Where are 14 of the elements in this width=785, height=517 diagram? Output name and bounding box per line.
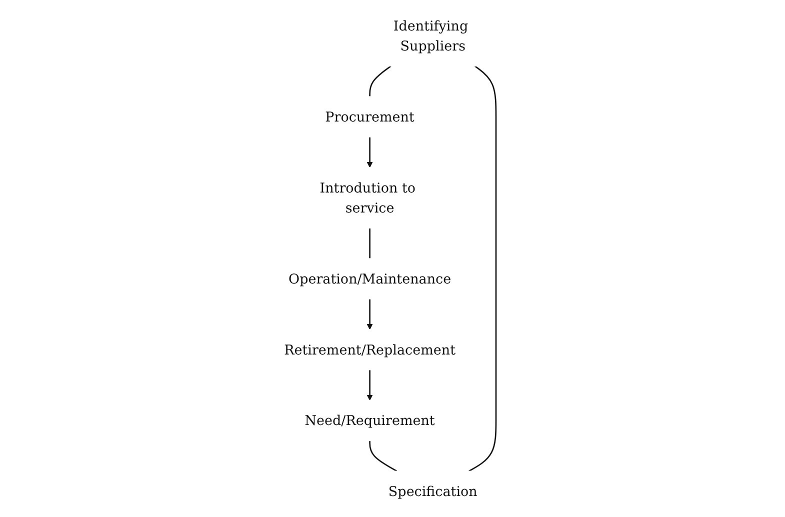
node-text: Identifying Suppliers <box>394 18 468 54</box>
node-text: Procurement <box>325 108 415 125</box>
connector <box>369 228 371 258</box>
connector <box>369 440 398 472</box>
node-text: Need/Requirement <box>304 412 436 429</box>
connector <box>369 66 392 97</box>
node-text: Retirement/Replacement <box>284 342 456 358</box>
arrow <box>367 137 374 168</box>
node-text: Operation/Maintenance <box>288 270 452 287</box>
arrow <box>367 370 374 400</box>
connector <box>468 66 497 472</box>
node-text: Introdution to service <box>320 180 416 216</box>
arrow <box>367 299 374 330</box>
node-text: Specification <box>388 483 478 500</box>
